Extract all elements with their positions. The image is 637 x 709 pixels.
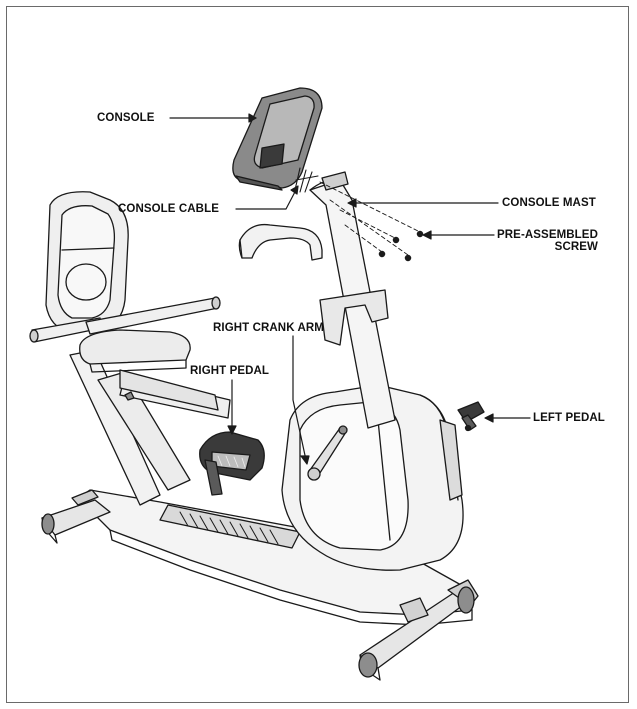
right-crank-arm-shape	[307, 425, 348, 481]
pre-assembled-screw-label: PRE-ASSEMBLED SCREW	[497, 229, 598, 253]
handlebar	[238, 223, 323, 261]
front-stabilizer	[358, 579, 479, 681]
seat-back	[45, 191, 129, 333]
pre-assembled-screw-label-line1: PRE-ASSEMBLED	[497, 229, 598, 241]
rear-stabilizer	[41, 489, 111, 544]
console-mast-shape	[309, 171, 396, 429]
right-pedal-shape	[199, 431, 265, 496]
pre-assembled-screw-label-line2: SCREW	[554, 241, 598, 253]
right-crank-arm-label: RIGHT CRANK ARM	[213, 322, 324, 334]
right-pedal-label: RIGHT PEDAL	[190, 365, 270, 377]
pre-assembled-screws	[319, 181, 424, 262]
console-cable-shape	[294, 167, 319, 193]
flywheel-shroud	[281, 384, 464, 571]
console-mast-label: CONSOLE MAST	[502, 197, 596, 209]
console-shape	[232, 87, 323, 191]
seat-slider	[119, 369, 219, 411]
console-cable-label: CONSOLE CABLE	[118, 203, 219, 215]
seat-cushion	[79, 329, 191, 373]
left-pedal-shape	[457, 401, 485, 432]
leader-lines	[169, 113, 531, 465]
console-label: CONSOLE	[97, 112, 155, 124]
left-pedal-label: LEFT PEDAL	[533, 412, 605, 424]
main-frame	[69, 349, 473, 626]
side-handles	[29, 296, 221, 343]
